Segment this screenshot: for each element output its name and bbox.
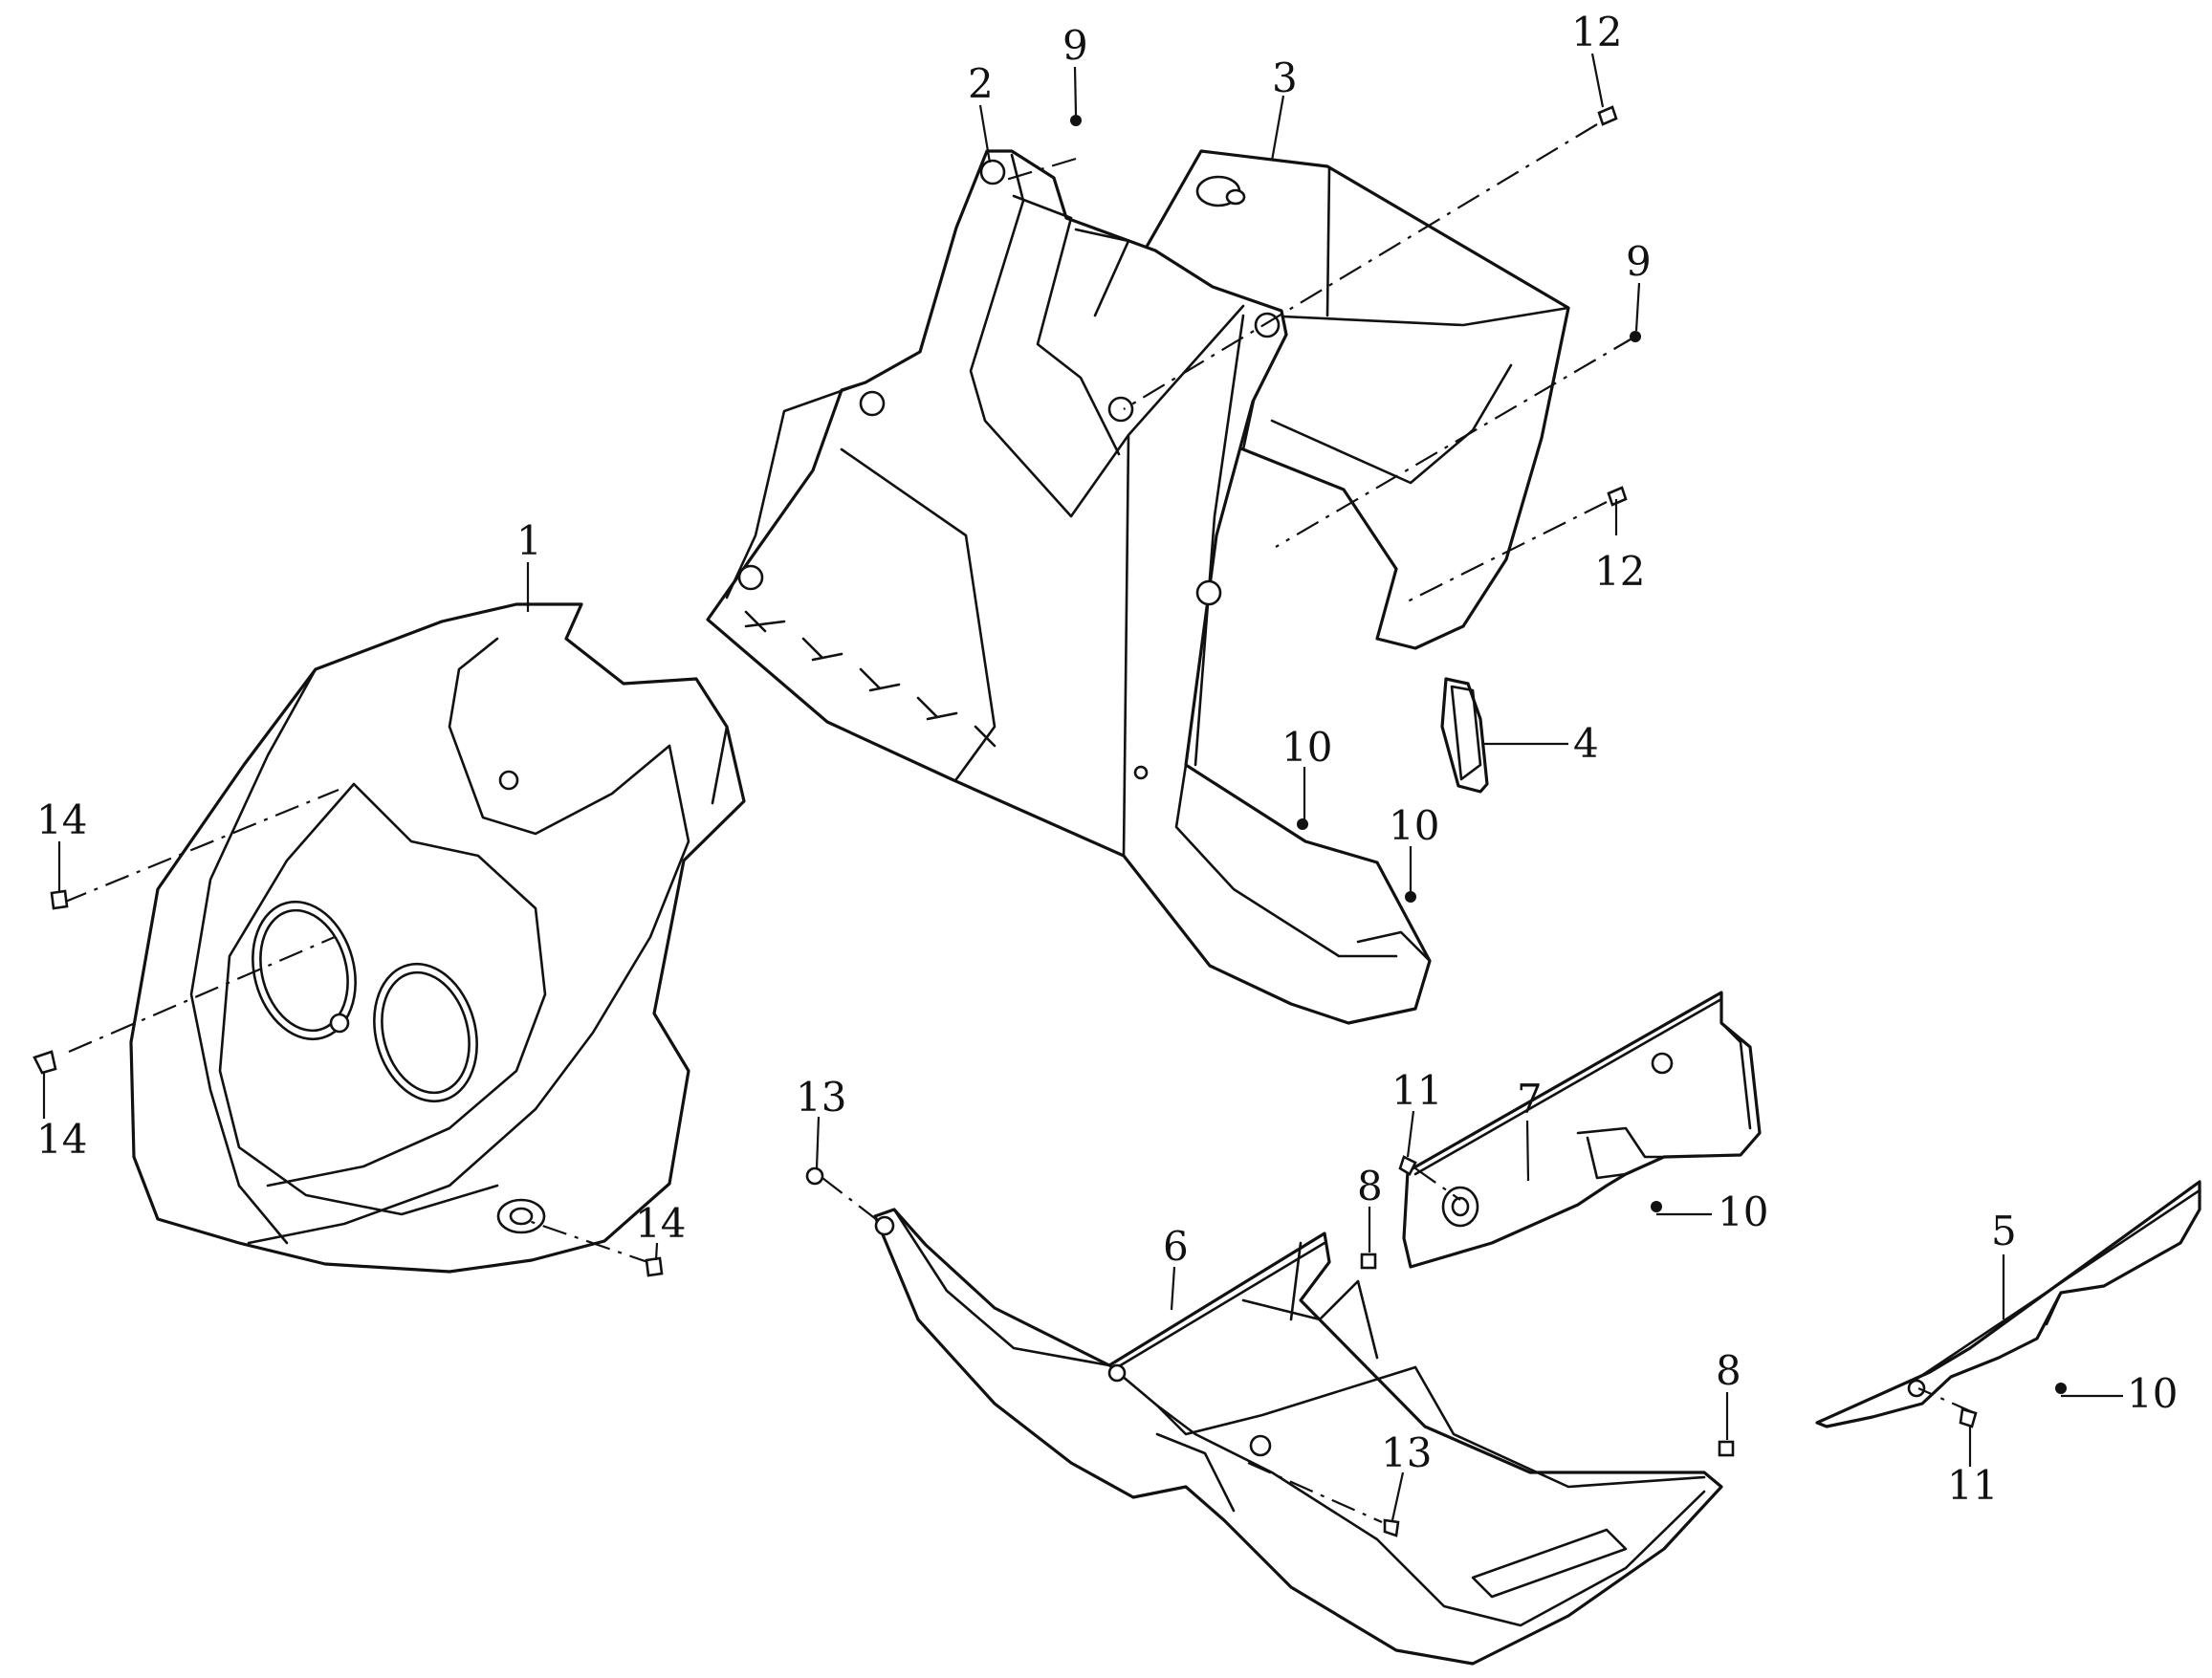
clip-10-body-b-icon <box>1405 891 1416 903</box>
callout-11-lower: 11 <box>1947 1462 1998 1509</box>
callout-2: 2 <box>968 60 994 107</box>
screw-9-top-icon <box>1070 115 1082 126</box>
part-4-bracket <box>1440 677 1489 794</box>
callout-4: 4 <box>1573 720 1599 767</box>
callout-9-right: 9 <box>1626 238 1652 285</box>
clip-10-strip-icon <box>2055 1383 2067 1394</box>
part-5-side-strip <box>1815 1180 2201 1428</box>
leader-lines <box>42 53 2123 1521</box>
screw-14-upper-icon <box>50 889 69 910</box>
screw-14-right-icon <box>645 1256 664 1277</box>
callout-5: 5 <box>1991 1208 2017 1254</box>
callout-11-upper: 11 <box>1391 1067 1442 1114</box>
screw-13-upper-icon <box>805 1166 824 1186</box>
callout-10-strip: 10 <box>2127 1370 2178 1417</box>
callout-6: 6 <box>1163 1223 1189 1270</box>
callout-10-side: 10 <box>1718 1188 1768 1235</box>
callout-7: 7 <box>1517 1076 1543 1122</box>
callout-8-upper: 8 <box>1357 1163 1383 1209</box>
bolt-12-top-icon <box>1597 105 1618 126</box>
grommet-8-upper-icon <box>1360 1253 1377 1270</box>
screw-11-upper-icon <box>1398 1155 1417 1176</box>
part-1-front-shield <box>129 602 746 1274</box>
screw-13-lower-icon <box>1383 1518 1400 1537</box>
clip-10-side-icon <box>1651 1201 1662 1212</box>
callout-12-top: 12 <box>1571 9 1622 55</box>
part-2-leg-shield <box>706 149 1432 1025</box>
part-6-undercover <box>873 1208 1723 1666</box>
screw-9-right-icon <box>1630 331 1641 342</box>
bolt-12-right-icon <box>1607 486 1628 507</box>
callout-3: 3 <box>1272 54 1298 101</box>
callout-1: 1 <box>516 517 542 564</box>
screw-14-lower-icon <box>33 1050 57 1075</box>
grommet-8-lower-icon <box>1718 1440 1735 1457</box>
callout-14-lower: 14 <box>36 1116 87 1163</box>
callout-8-lower: 8 <box>1716 1347 1741 1394</box>
callout-13-upper: 13 <box>796 1074 846 1121</box>
callout-10-body-a: 10 <box>1281 724 1332 771</box>
part-7-side-cover <box>1402 991 1762 1269</box>
callout-10-body-b: 10 <box>1389 802 1439 849</box>
callout-14-upper: 14 <box>36 796 87 843</box>
hardware-fasteners <box>33 105 2067 1537</box>
callout-9-top: 9 <box>1062 22 1088 69</box>
callout-labels: 1 2 3 4 5 6 7 8 8 9 9 10 10 10 10 11 11 … <box>36 9 2178 1509</box>
callout-13-lower: 13 <box>1381 1429 1432 1476</box>
screw-11-lower-icon <box>1959 1407 1978 1428</box>
assembly-center-lines <box>62 123 1976 1524</box>
callout-14-right: 14 <box>635 1200 686 1247</box>
callout-12-right: 12 <box>1594 548 1645 595</box>
clip-10-body-a-icon <box>1297 818 1308 830</box>
